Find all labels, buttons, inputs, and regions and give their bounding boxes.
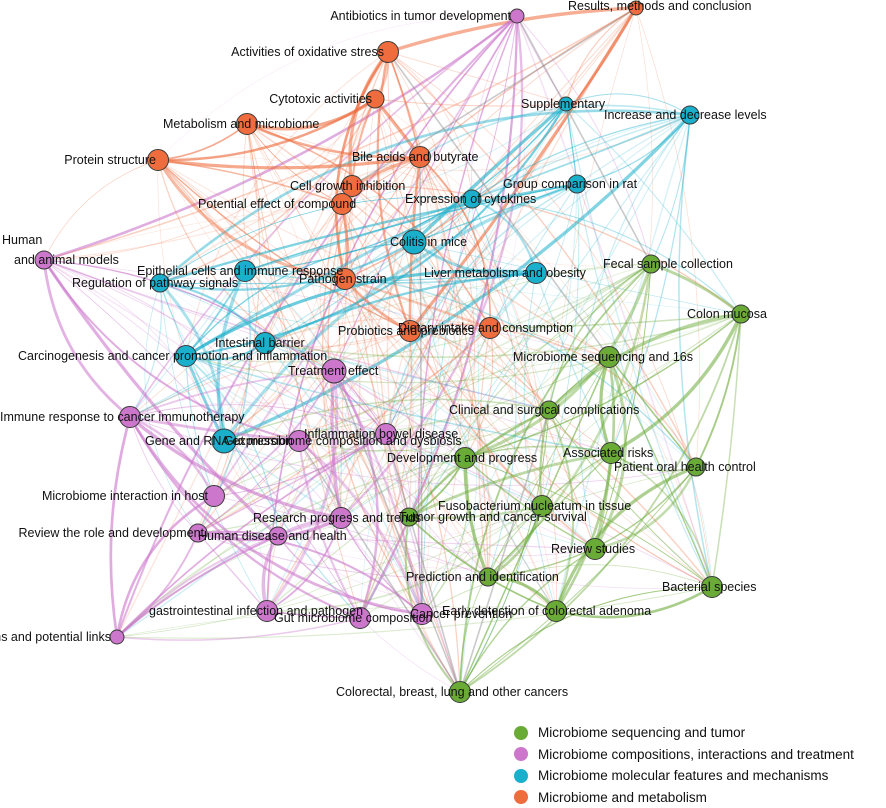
node-label-early: Early detection of colorectal adenoma	[442, 604, 651, 618]
node-label-gutdys: Gut microbiome composition and dysbiosis	[224, 434, 462, 448]
node-label-research: Research progress and trends	[253, 511, 421, 525]
legend-label: Microbiome and metabolism	[538, 790, 707, 805]
node-label-health: Human disease and health	[198, 529, 347, 543]
edge	[712, 314, 741, 587]
node-label-clinical: Clinical and surgical complications	[449, 403, 639, 417]
legend-item-pink: Microbiome compositions, interactions an…	[514, 744, 886, 766]
node-label-regulation: Regulation of pathway signals	[72, 276, 238, 290]
node-label-review_role: Review the role and development	[18, 526, 204, 540]
node-label-interaction: Microbiome interaction in host	[42, 489, 209, 503]
node-label-cytotoxic: Cytotoxic activities	[269, 92, 372, 106]
node-label-increase: Increase and decrease levels	[604, 108, 767, 122]
node-label-risks: Associated risks	[563, 446, 653, 460]
legend-label: Microbiome sequencing and tumor	[538, 725, 745, 740]
node-antibiotics	[510, 9, 524, 23]
node-label-barrier: Intestinal barrier	[215, 336, 305, 350]
legend-swatch	[514, 790, 528, 804]
legend-swatch	[514, 769, 528, 783]
node-label-oxidative: Activities of oxidative stress	[231, 45, 384, 59]
node-label-colon: Colon mucosa	[687, 307, 767, 321]
node-label-cancers: Colorectal, breast, lung and other cance…	[336, 685, 568, 699]
legend-label: Microbiome molecular features and mechan…	[538, 768, 828, 783]
node-label-supplementary: Supplementary	[521, 97, 606, 111]
node-label-probiotics: Probiotics and prebiotics	[338, 324, 474, 338]
node-label-liver: Liver metabolism and obesity	[424, 266, 587, 280]
node-label-cytokines: Expression of cytokines	[405, 192, 536, 206]
node-label-pathogen: Pathogen strain	[299, 272, 387, 286]
node-label-sequencing: Microbiome sequencing and 16s	[513, 350, 693, 364]
node-label-oral: Patient oral health control	[614, 460, 756, 474]
node-label-development: Development and progress	[387, 451, 537, 465]
legend-item-blue: Microbiome molecular features and mechan…	[514, 765, 886, 787]
edge	[460, 587, 712, 692]
node-label-human: Human	[2, 233, 42, 247]
legend-item-green: Microbiome sequencing and tumor	[514, 722, 886, 744]
node-label-animal: and animal models	[14, 253, 119, 267]
legend-swatch	[514, 747, 528, 761]
labels-layer: Results, methods and conclusionAntibioti…	[0, 0, 767, 699]
node-label-groupcomp: Group comparison in rat	[503, 177, 638, 191]
edge	[44, 160, 158, 260]
node-label-reviewstudies: Review studies	[551, 542, 635, 556]
node-label-bacterial: Bacterial species	[662, 580, 757, 594]
legend-swatch	[514, 726, 528, 740]
edge	[636, 8, 700, 467]
node-label-colitis: Colitis in mice	[390, 235, 467, 249]
node-label-treatment: Treatment effect	[288, 364, 379, 378]
node-label-mechanisms: Mechanisms and potential links	[0, 630, 111, 644]
node-label-gutcomp: Gut microbiome composition	[274, 611, 432, 625]
node-label-cellgrowth: Cell growth inhibition	[290, 179, 405, 193]
node-label-compound: Potential effect of compound	[198, 197, 356, 211]
node-label-immune: Immune response to cancer immunotherapy	[0, 410, 245, 424]
node-label-results: Results, methods and conclusion	[568, 0, 751, 13]
node-label-metabolism: Metabolism and microbiome	[163, 117, 319, 131]
node-label-carcinogenesis: Carcinogenesis and cancer promotion and …	[18, 349, 327, 363]
node-label-bile: Bile acids and butyrate	[352, 150, 479, 164]
legend-label: Microbiome compositions, interactions an…	[538, 747, 854, 762]
node-mechanisms	[110, 630, 124, 644]
legend-item-orange: Microbiome and metabolism	[514, 787, 886, 808]
node-label-survival: Tumor growth and cancer survival	[399, 510, 587, 524]
node-label-protein: Protein structure	[64, 153, 156, 167]
node-label-fecal: Fecal sample collection	[603, 257, 733, 271]
node-label-prediction: Prediction and identification	[406, 570, 559, 584]
legend: Microbiome sequencing and tumor Microbio…	[514, 722, 886, 808]
node-label-antibiotics: Antibiotics in tumor development	[330, 9, 511, 23]
